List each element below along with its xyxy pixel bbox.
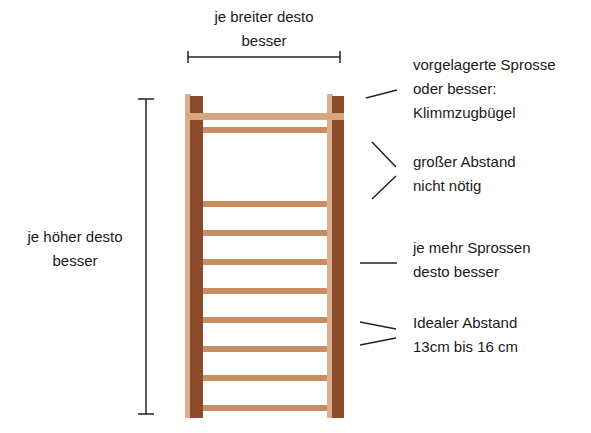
leader-line (372, 176, 396, 199)
rung (203, 405, 327, 411)
bracket-tick (339, 51, 341, 63)
leader-line (360, 338, 396, 345)
width-note: je breiter desto besser (198, 5, 330, 53)
pull-up-bar (186, 113, 344, 120)
rung (203, 230, 327, 236)
ladder-post (332, 96, 344, 418)
height-bracket (138, 99, 154, 414)
width-bracket (188, 51, 340, 63)
ladder-post (190, 96, 203, 418)
rung (203, 346, 327, 352)
leader-line (360, 322, 396, 329)
height-note: je höher desto besser (13, 225, 137, 273)
rung (203, 201, 327, 207)
bracket-tick (138, 98, 154, 100)
rung (203, 317, 327, 323)
leader-line (360, 262, 397, 264)
bracket-tick (138, 413, 154, 415)
leader-line (372, 142, 396, 167)
rung (203, 127, 327, 133)
spacing-note: großer Abstand nicht nötig (413, 150, 545, 198)
bar-note: vorgelagerte Sprosse oder besser: Klimmz… (413, 53, 583, 125)
ideal-spacing-note: Idealer Abstand 13cm bis 16 cm (413, 311, 553, 359)
bracket-tick (187, 51, 189, 63)
rungs (203, 127, 327, 411)
rung-count-note: je mehr Sprossen desto besser (413, 236, 559, 284)
bracket-line (145, 99, 147, 414)
rung (203, 288, 327, 294)
leader-line (366, 90, 397, 98)
leader-lines (360, 90, 397, 345)
rung (203, 375, 327, 381)
bracket-line (188, 56, 340, 58)
rung (203, 259, 327, 265)
